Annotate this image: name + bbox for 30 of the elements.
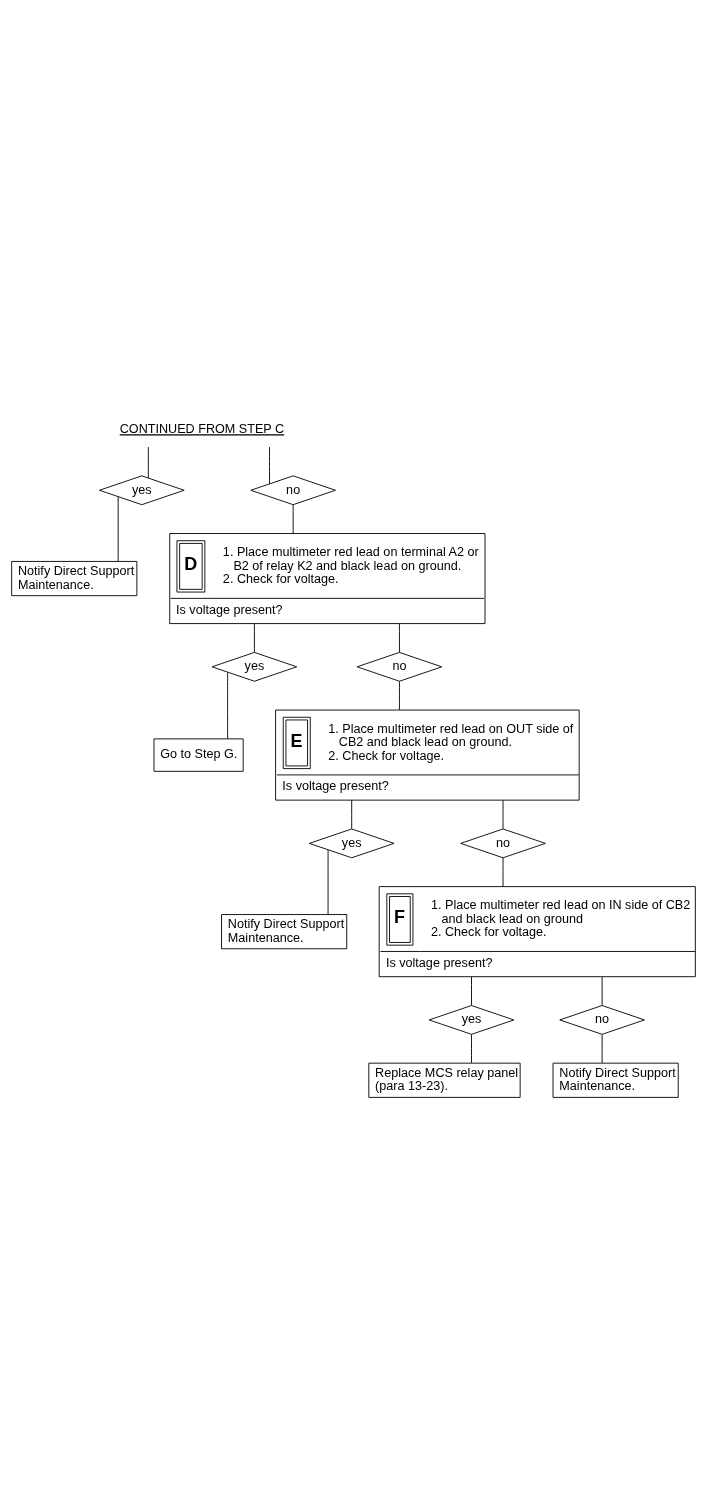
connector (253, 622, 255, 653)
connector (601, 1033, 603, 1063)
connector (292, 503, 294, 534)
connector (471, 1033, 472, 1063)
node-diamond: no (559, 1004, 645, 1035)
connector (502, 857, 504, 887)
connector (351, 799, 353, 829)
node-diamond: yes (99, 474, 185, 505)
node-diamond: no (356, 651, 443, 682)
connector (399, 680, 400, 710)
node-box: Replace MCS relay panel (para 13-23). (368, 1062, 521, 1098)
node-box: Notify Direct Support Maintenance. (221, 913, 348, 949)
connector (327, 849, 329, 915)
node-box: Notify Direct Support Maintenance. (11, 560, 138, 596)
node-box: Notify Direct Support Maintenance. (552, 1062, 679, 1098)
node-box: Go to Step G. (153, 737, 244, 772)
connector (147, 446, 149, 478)
connector (117, 495, 119, 562)
connector (471, 975, 472, 1006)
node-diamond: no (250, 474, 336, 505)
connector (502, 799, 504, 829)
node-diamond: yes (308, 828, 395, 858)
node-diamond: yes (211, 651, 298, 682)
node-diamond: yes (428, 1004, 515, 1035)
node-diamond: no (460, 828, 546, 858)
connector (399, 622, 400, 653)
node-text: CONTINUED FROM STEP C (119, 421, 285, 436)
connector (601, 975, 603, 1006)
connector (227, 671, 229, 739)
connector (269, 446, 270, 484)
